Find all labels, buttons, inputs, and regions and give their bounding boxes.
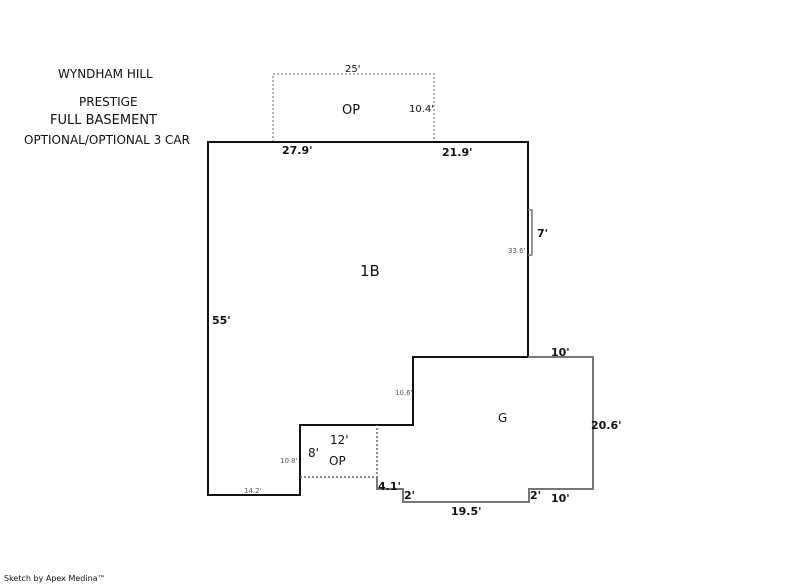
top-porch-label: OP [342,103,360,118]
garage-label: G [498,411,507,425]
garage-outline [376,356,594,503]
top-porch-outline [272,73,435,142]
main-living-outline [207,141,529,496]
main-room-label: 1B [360,262,380,280]
bump-out-outline [528,209,533,256]
basement-label: FULL BASEMENT [50,113,157,128]
top-right-dim: 21.9' [442,146,473,159]
lower-porch-label: OP [329,454,346,468]
garage-top-dim: 10' [551,346,570,359]
bump-offset-dim: 33.6' [508,247,526,255]
bottom-left-dim: 14.2' [244,487,262,495]
garage-bottom-dim: 19.5' [451,505,482,518]
step-c-dim: 2' [530,489,541,502]
garage-option-label: OPTIONAL/OPTIONAL 3 CAR [24,133,190,147]
garage-right-dim: 20.6' [591,419,622,432]
porch-width-dim: 12' [330,433,349,447]
top-porch-depth: 10.4' [409,104,434,115]
porch-side-dim: 10.8' [280,457,298,465]
top-left-dim: 27.9' [282,144,313,157]
step-b-dim: 2' [404,489,415,502]
bump-width-dim: 7' [537,227,548,240]
step-a-dim: 4.1' [378,480,401,493]
sketch-credit: Sketch by Apex Medina™ [4,574,106,583]
subdivision-label: WYNDHAM HILL [58,67,153,81]
model-label: PRESTIGE [79,95,138,109]
left-dim: 55' [212,314,231,327]
garage-bottom-right-dim: 10' [551,492,570,505]
top-porch-width: 25' [345,64,360,75]
porch-depth-dim: 8' [308,446,319,460]
inner-step-dim: 10.6' [395,389,413,397]
